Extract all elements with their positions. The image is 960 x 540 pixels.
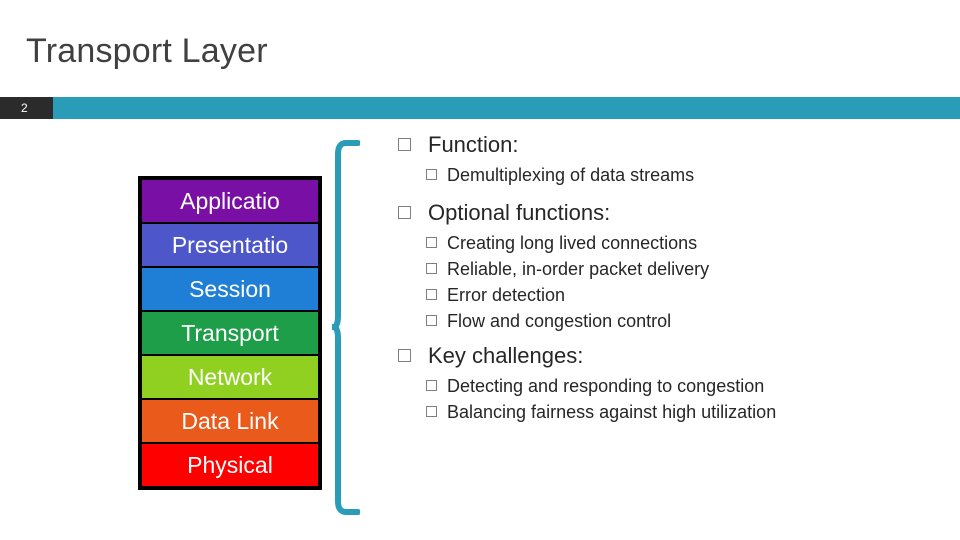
sub-bullet-square-icon xyxy=(426,406,437,417)
bullet-content: Function: Demultiplexing of data streams… xyxy=(398,130,943,425)
transport-layer-brace-icon xyxy=(332,140,360,515)
stack-layer-network: Network xyxy=(142,356,318,400)
osi-stack: Applicatio Presentatio Session Transport… xyxy=(138,176,322,490)
bullet-square-icon xyxy=(398,349,411,362)
bullet-function-label: Function: xyxy=(428,132,519,157)
slide-number-box xyxy=(0,97,53,119)
subbullet-demultiplexing-label: Demultiplexing of data streams xyxy=(447,165,695,185)
bullet-function: Function: xyxy=(398,130,943,160)
bullet-optional-functions: Optional functions: xyxy=(398,198,943,228)
stack-layer-physical: Physical xyxy=(142,444,318,486)
spacer xyxy=(398,188,943,198)
subbullet-reliable-delivery: Reliable, in-order packet delivery xyxy=(398,256,943,282)
subbullet-reliable-delivery-label: Reliable, in-order packet delivery xyxy=(447,259,710,279)
slide-number-band: 2 xyxy=(0,97,960,119)
stack-layer-session: Session xyxy=(142,268,318,312)
stack-layer-application: Applicatio xyxy=(142,180,318,224)
subbullet-error-detection-label: Error detection xyxy=(447,285,566,305)
sub-bullet-square-icon xyxy=(426,169,437,180)
sub-bullet-square-icon xyxy=(426,289,437,300)
bullet-key-challenges-label: Key challenges: xyxy=(428,343,584,368)
sub-bullet-square-icon xyxy=(426,263,437,274)
band-accent-bar xyxy=(53,97,960,119)
stack-layer-presentation: Presentatio xyxy=(142,224,318,268)
stack-layer-datalink: Data Link xyxy=(142,400,318,444)
subbullet-demultiplexing: Demultiplexing of data streams xyxy=(398,162,943,188)
sub-bullet-square-icon xyxy=(426,237,437,248)
subbullet-error-detection: Error detection xyxy=(398,282,943,308)
page-title: Transport Layer xyxy=(26,32,268,70)
spacer xyxy=(398,334,943,341)
stack-layer-transport: Transport xyxy=(142,312,318,356)
bullet-square-icon xyxy=(398,138,411,151)
subbullet-flow-congestion-control-label: Flow and congestion control xyxy=(447,311,672,331)
bullet-key-challenges: Key challenges: xyxy=(398,341,943,371)
bullet-square-icon xyxy=(398,206,411,219)
subbullet-long-lived-connections-label: Creating long lived connections xyxy=(447,233,698,253)
subbullet-long-lived-connections: Creating long lived connections xyxy=(398,230,943,256)
subbullet-detecting-congestion: Detecting and responding to congestion xyxy=(398,373,943,399)
subbullet-flow-congestion-control: Flow and congestion control xyxy=(398,308,943,334)
subbullet-fairness-utilization: Balancing fairness against high utilizat… xyxy=(398,399,943,425)
subbullet-detecting-congestion-label: Detecting and responding to congestion xyxy=(447,376,765,396)
bullet-optional-functions-label: Optional functions: xyxy=(428,200,611,225)
slide-number: 2 xyxy=(21,101,28,115)
sub-bullet-square-icon xyxy=(426,315,437,326)
sub-bullet-square-icon xyxy=(426,380,437,391)
subbullet-fairness-utilization-label: Balancing fairness against high utilizat… xyxy=(447,402,777,422)
